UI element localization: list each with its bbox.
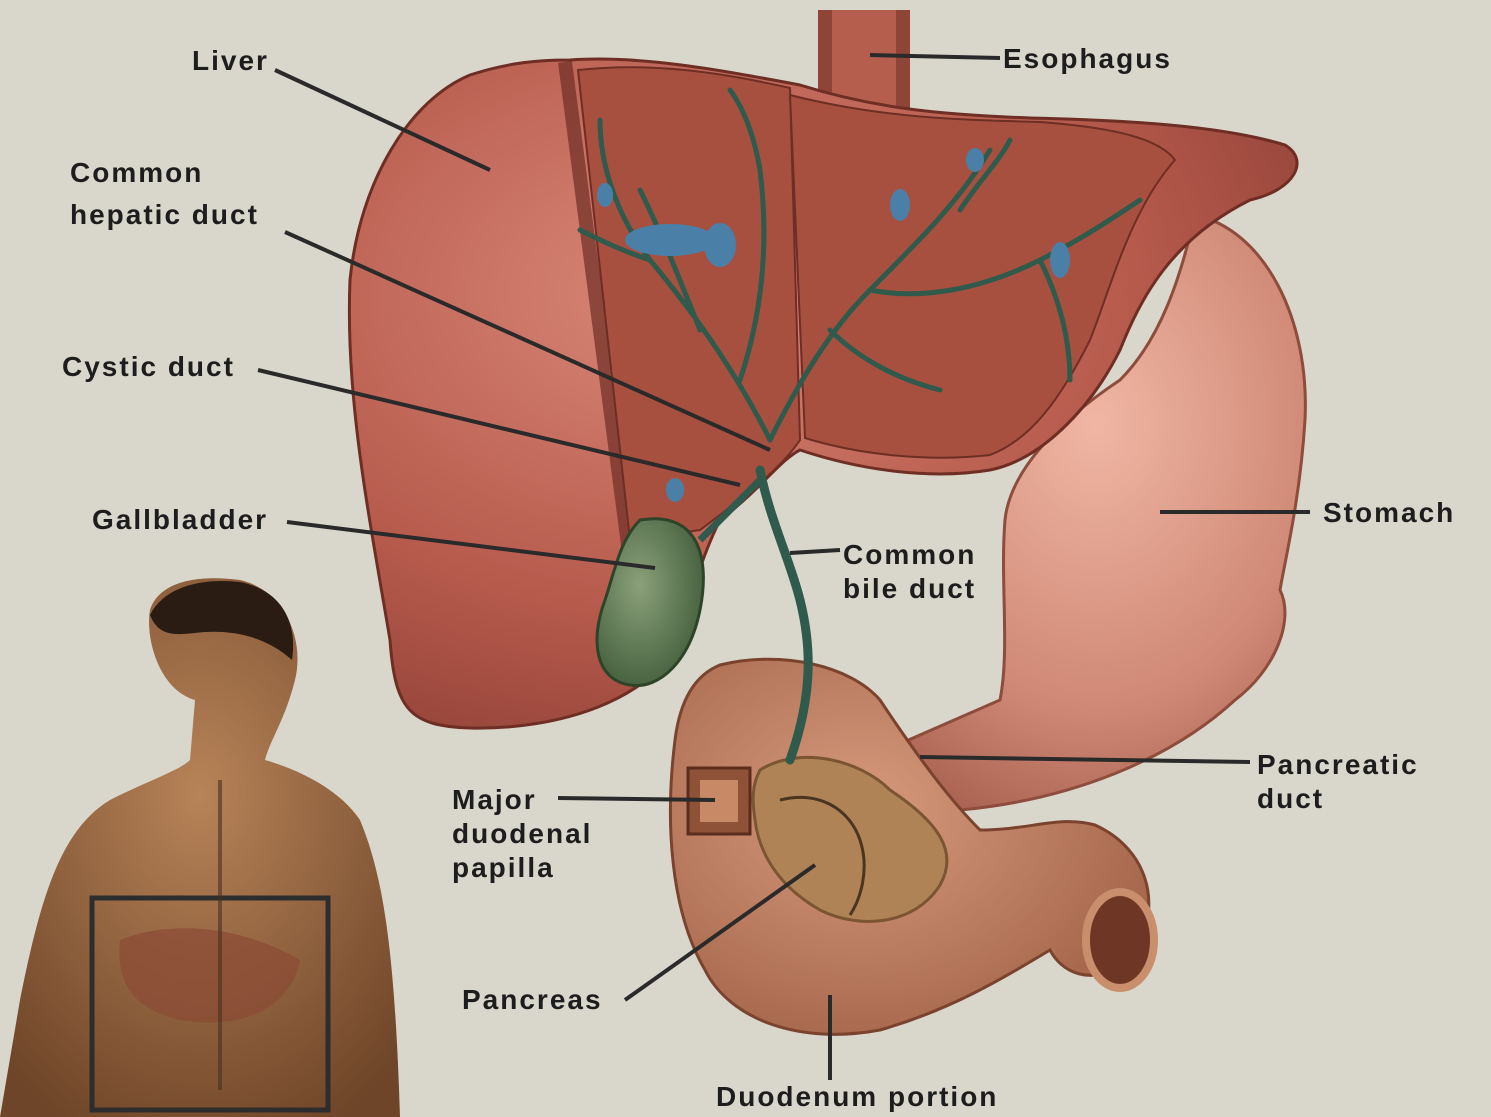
label-stomach: Stomach [1323, 496, 1455, 530]
leader-common-bile-duct [790, 550, 840, 553]
label-pancreas: Pancreas [462, 983, 603, 1017]
label-esophagus-text: Esophagus [1003, 42, 1172, 76]
label-pancreatic-duct-line2: duct [1257, 782, 1419, 816]
label-major-duodenal-papilla-line1: Major [452, 783, 592, 817]
label-cystic-duct: Cystic duct [62, 350, 235, 384]
label-common-hepatic-duct-line2: hepatic duct [70, 198, 259, 232]
label-liver: Liver [192, 44, 269, 78]
label-major-duodenal-papilla-line2: duodenal [452, 817, 592, 851]
label-gallbladder: Gallbladder [92, 503, 268, 537]
label-gallbladder-text: Gallbladder [92, 503, 268, 537]
label-common-bile-duct: Common bile duct [843, 538, 976, 606]
label-major-duodenal-papilla-line3: papilla [452, 851, 592, 885]
label-stomach-text: Stomach [1323, 496, 1455, 530]
label-liver-text: Liver [192, 44, 269, 78]
label-common-hepatic-duct: Common hepatic duct [70, 156, 259, 232]
label-common-bile-duct-line1: Common [843, 538, 976, 572]
label-common-hepatic-duct-line1: Common [70, 156, 259, 190]
duodenum-opening [1086, 892, 1154, 988]
label-cystic-duct-text: Cystic duct [62, 350, 235, 384]
label-pancreatic-duct: Pancreatic duct [1257, 748, 1419, 816]
label-duodenum-portion-text: Duodenum portion [716, 1080, 998, 1114]
human-figure-inset [0, 578, 400, 1117]
label-duodenum-portion: Duodenum portion [716, 1080, 998, 1114]
label-pancreatic-duct-line1: Pancreatic [1257, 748, 1419, 782]
label-pancreas-text: Pancreas [462, 983, 603, 1017]
label-esophagus: Esophagus [1003, 42, 1172, 76]
label-common-bile-duct-line2: bile duct [843, 572, 976, 606]
label-major-duodenal-papilla: Major duodenal papilla [452, 783, 592, 885]
